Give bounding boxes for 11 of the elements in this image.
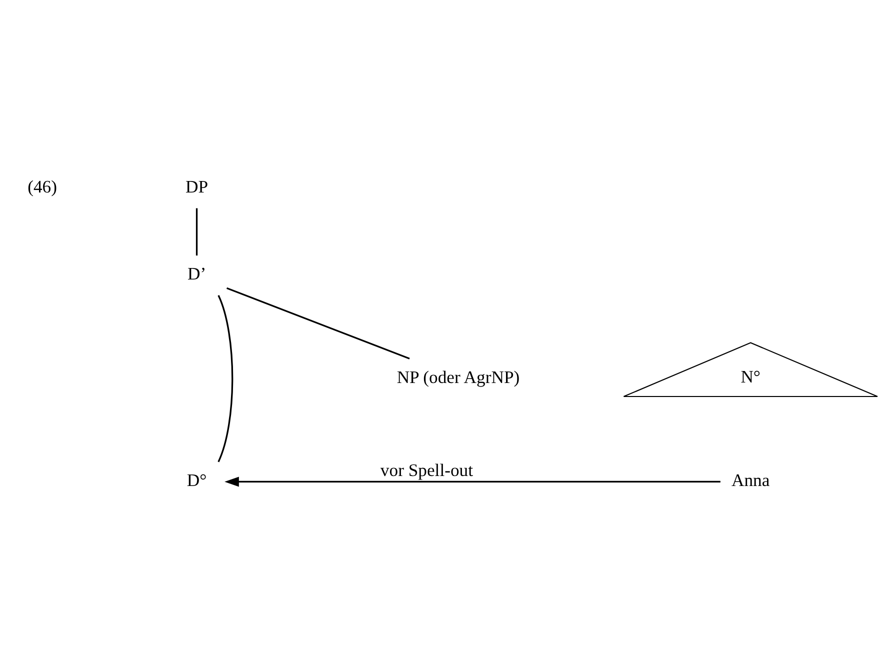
connector [226,286,410,359]
node-text: D° [186,469,207,490]
node-text: DP [185,176,208,196]
connector [196,208,198,256]
connector [218,294,234,462]
label: (46) [28,176,58,196]
arrow [224,476,720,486]
node-text: NP (oder AgrNP) [396,366,520,386]
edge-label: vor Spell-out [380,459,474,480]
node-text: Anna [731,469,770,490]
node-text: D’ [187,263,206,284]
